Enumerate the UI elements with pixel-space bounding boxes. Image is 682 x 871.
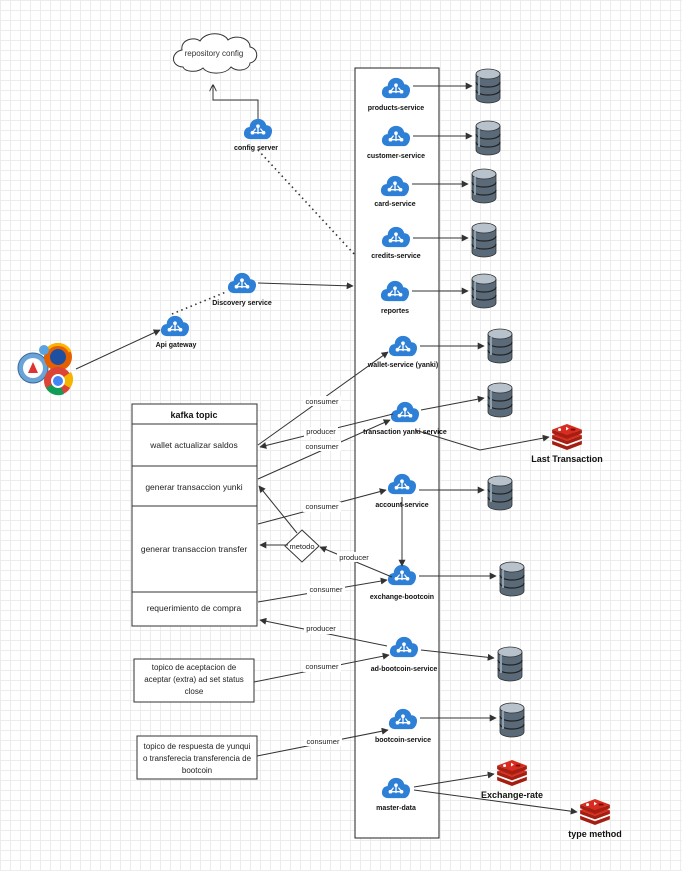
metodo-to-yunki-edge <box>258 485 298 534</box>
svg-text:o transferecia transferencia d: o transferecia transferencia de <box>143 754 252 763</box>
kafka-topic-transfer: generar transaccion transfer <box>141 544 247 554</box>
svg-text:consumer: consumer <box>306 397 339 406</box>
metodo-label: metodo <box>289 542 314 551</box>
svg-text:producer: producer <box>306 624 336 633</box>
browsers-to-gateway-edge <box>75 329 161 370</box>
products-database-icon <box>475 68 501 104</box>
config-dotted-edge <box>257 149 356 256</box>
customer-database-icon <box>475 120 501 156</box>
reportes-database-icon <box>471 273 497 309</box>
credits-database-icon <box>471 222 497 258</box>
cloud-label: repository config <box>185 49 244 58</box>
svg-text:consumer: consumer <box>306 502 339 511</box>
kafka-topic-yunki: generar transaccion yunki <box>145 482 242 492</box>
card-database-icon <box>471 168 497 204</box>
credits-service-label: credits-service <box>371 253 421 260</box>
card-service-label: card-service <box>374 201 415 208</box>
discovery-to-column-edge <box>257 282 354 290</box>
api-gateway-label: Api gateway <box>156 342 197 349</box>
redis-exchange-rate-icon <box>497 760 527 786</box>
redis-last-transaction-label: Last Transaction <box>531 454 603 464</box>
svg-text:close: close <box>185 687 204 696</box>
redis-exchange-rate-label: Exchange-rate <box>481 790 543 800</box>
edge-labels: consumer producer consumer consumer prod… <box>303 396 371 746</box>
kafka-topic-wallet: wallet actualizar saldos <box>149 440 237 450</box>
config-server-icon[interactable] <box>243 118 273 140</box>
wallet-service-label: wallet-service (yanki) <box>367 362 438 369</box>
redis-last-transaction-icon <box>552 424 582 450</box>
api-gateway-icon[interactable] <box>160 315 190 337</box>
kafka-topic-compra: requerimiento de compra <box>147 603 242 613</box>
transaction-service-label: transaction yanki service <box>363 429 447 436</box>
master-to-type-method-edge <box>413 789 578 815</box>
svg-text:consumer: consumer <box>310 585 343 594</box>
master-to-exchange-rate-edge <box>413 771 495 788</box>
repository-config-cloud: repository config <box>173 33 258 74</box>
svg-text:aceptar (extra) ad set status: aceptar (extra) ad set status <box>144 675 244 684</box>
svg-text:consumer: consumer <box>306 442 339 451</box>
services-column <box>354 67 440 839</box>
adbootcoin-database-icon <box>497 646 523 682</box>
account-database-icon <box>487 475 513 511</box>
exchange-service-label: exchange-bootcoin <box>370 594 434 601</box>
bootcoin-service-label: bootcoin-service <box>375 737 431 744</box>
svg-text:consumer: consumer <box>307 737 340 746</box>
transaction-to-redis-edge <box>414 429 550 451</box>
transaction-to-db-edge <box>420 395 485 411</box>
metodo-decision <box>284 529 320 563</box>
note-respuesta: topico de respuesta de yunqui o transfer… <box>136 735 258 780</box>
kafka-topic-table: kafka topic wallet actualizar saldos gen… <box>131 403 258 627</box>
adbootcoin-service-label: ad-bootcoin-service <box>371 666 438 673</box>
browsers-icon <box>17 343 74 396</box>
svg-text:producer: producer <box>339 553 369 562</box>
exchange-database-icon <box>499 561 525 597</box>
kafka-title: kafka topic <box>170 410 217 420</box>
reportes-service-label: reportes <box>381 308 409 315</box>
svg-text:topico de respuesta de yunqui: topico de respuesta de yunqui <box>144 742 251 751</box>
config-server-label: config server <box>234 145 278 152</box>
svg-text:consumer: consumer <box>306 662 339 671</box>
adbootcoin-to-db-edge <box>420 649 495 661</box>
svg-text:topico de aceptacion de: topico de aceptacion de <box>152 663 237 672</box>
config-to-cloud-edge <box>213 85 259 127</box>
discovery-service-icon[interactable] <box>227 272 257 294</box>
svg-text:bootcoin: bootcoin <box>182 766 212 775</box>
products-service-label: products-service <box>368 105 425 112</box>
redis-type-method-icon <box>580 799 610 825</box>
master-service-label: master-data <box>376 805 416 812</box>
redis-type-method-label: type method <box>568 829 622 839</box>
svg-text:producer: producer <box>306 427 336 436</box>
wallet-database-icon <box>487 328 513 364</box>
bootcoin-database-icon <box>499 702 525 738</box>
note-aceptacion: topico de aceptacion de aceptar (extra) … <box>133 658 255 703</box>
customer-service-label: customer-service <box>367 153 425 160</box>
transaction-database-icon <box>487 382 513 418</box>
discovery-service-label: Discovery service <box>212 300 272 307</box>
